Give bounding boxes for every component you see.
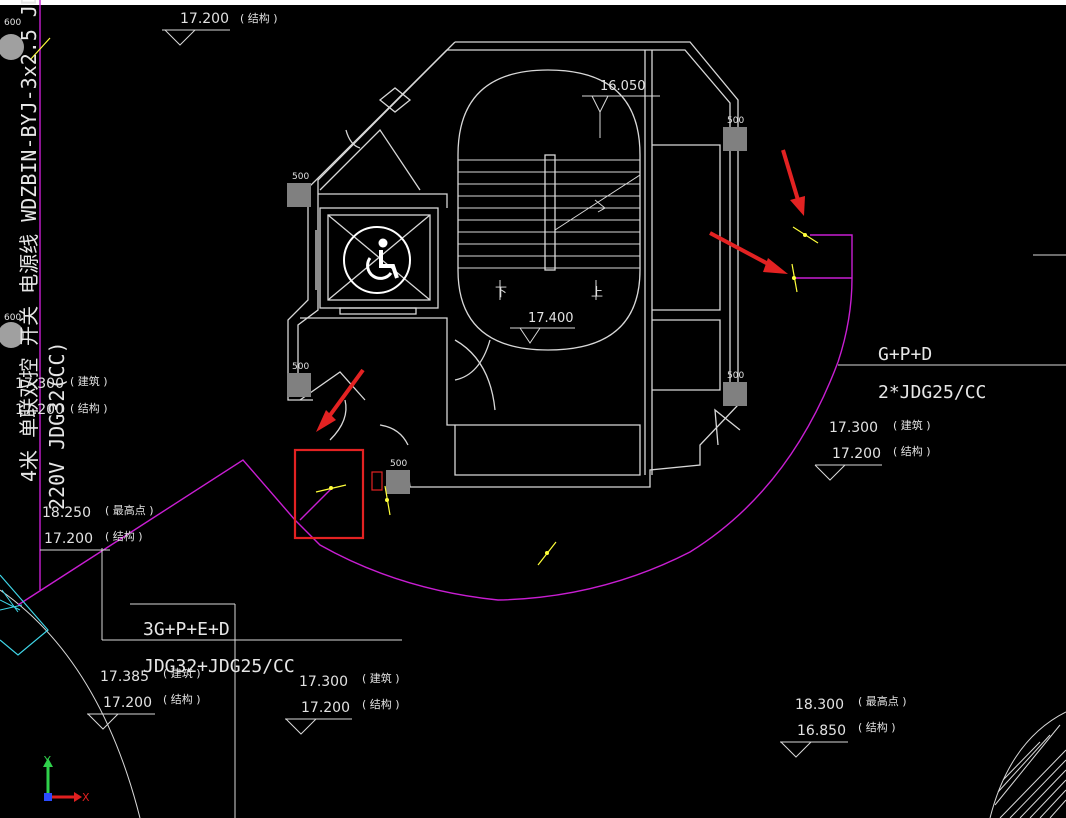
stair-treads — [458, 159, 640, 269]
marker-mid: 600 — [0, 313, 24, 348]
cable-run-main[interactable] — [17, 361, 839, 606]
level-marker-1: 17.200 ( 结构 ) — [162, 11, 278, 46]
stair-top-level-marker: 16.050 — [582, 79, 660, 138]
svg-text:500: 500 — [727, 116, 744, 126]
large-arc-left — [0, 589, 141, 818]
svg-text:2*JDG25/CC: 2*JDG25/CC — [878, 382, 986, 403]
svg-text:( 结构 ): ( 结构 ) — [893, 444, 931, 458]
red-arrow-3-icon — [709, 231, 788, 274]
ucs-axis-icon: Y X — [43, 754, 90, 804]
vertical-cable-label-1: 4米 单联双控 开关 电源线 WDZBIN-BYJ-3x2.5 JDG25(CC… — [17, 0, 41, 482]
svg-text:( 结构 ): ( 结构 ) — [858, 720, 896, 734]
window-top-bar — [0, 0, 1066, 5]
stair-landing-level-marker: 17.400 — [510, 311, 575, 344]
stair-top-level: 16.050 — [600, 79, 646, 94]
svg-text:500: 500 — [727, 371, 744, 381]
level-marker-4: 17.300 ( 建筑 ) 17.200 ( 结构 ) — [814, 418, 931, 481]
vertical-cable-label-2: 220V JDG32(CC) — [45, 341, 69, 510]
level-marker-7: 18.300 ( 最高点 ) 16.850 ( 结构 ) — [780, 694, 907, 758]
svg-text:17.200: 17.200 — [301, 700, 350, 716]
column-1: 500 — [287, 172, 311, 207]
svg-text:18.250: 18.250 — [42, 505, 91, 521]
svg-text:600: 600 — [4, 18, 21, 28]
level-marker-3: 18.250 ( 最高点 ) 17.200 ( 结构 ) — [40, 503, 154, 551]
small-red-box — [371, 471, 383, 491]
svg-text:( 建筑 ): ( 建筑 ) — [893, 418, 931, 432]
svg-text:17.300: 17.300 — [15, 376, 64, 392]
stair-down-label: 下 — [495, 285, 507, 299]
cable-run-to-fixtures[interactable] — [795, 234, 853, 363]
svg-text:17.200: 17.200 — [832, 446, 881, 462]
svg-text:17.200: 17.200 — [44, 531, 93, 547]
svg-text:( 结构 ): ( 结构 ) — [362, 697, 400, 711]
building-outline — [287, 41, 741, 488]
cyan-fixture-bottom-left — [0, 574, 49, 656]
svg-text:JDG32+JDG25/CC: JDG32+JDG25/CC — [143, 656, 295, 677]
column-3: 500 — [723, 116, 747, 151]
wheelchair-icon — [343, 226, 411, 294]
svg-text:17.385: 17.385 — [100, 669, 149, 685]
cable-label-right: G+P+D 2*JDG25/CC — [838, 344, 1066, 403]
svg-text:18.300: 18.300 — [795, 697, 844, 713]
svg-text:G+P+D: G+P+D — [878, 344, 932, 365]
marker-top: 600 — [0, 18, 24, 60]
svg-text:( 最高点 ): ( 最高点 ) — [105, 503, 154, 517]
svg-text:( 建筑 ): ( 建筑 ) — [70, 374, 108, 388]
column-4: 500 — [723, 371, 747, 406]
level-marker-5: 17.385 ( 建筑 ) 17.200 ( 结构 ) — [87, 666, 201, 730]
cable-label-bottom: 3G+P+E+D JDG32+JDG25/CC — [101, 548, 402, 818]
svg-text:600: 600 — [4, 313, 21, 323]
svg-text:3G+P+E+D: 3G+P+E+D — [143, 619, 230, 640]
svg-text:17.200: 17.200 — [180, 11, 229, 27]
svg-text:( 结构 ): ( 结构 ) — [70, 401, 108, 415]
light-fixture-1[interactable] — [315, 484, 347, 493]
red-arrow-1-icon — [316, 368, 365, 432]
svg-text:17.200: 17.200 — [15, 402, 64, 418]
level-marker-6: 17.300 ( 建筑 ) 17.200 ( 结构 ) — [285, 671, 400, 735]
svg-text:( 结构 ): ( 结构 ) — [105, 529, 143, 543]
svg-text:17.300: 17.300 — [299, 674, 348, 690]
ucs-y-label: Y — [43, 754, 51, 767]
svg-text:500: 500 — [390, 459, 407, 469]
light-fixture-5[interactable] — [791, 263, 798, 293]
hatched-arc-right — [989, 711, 1066, 818]
svg-text:17.200: 17.200 — [103, 695, 152, 711]
svg-text:500: 500 — [292, 362, 309, 372]
column-2: 500 — [287, 362, 311, 397]
level-marker-2: 17.300 ( 建筑 ) 17.200 ( 结构 ) — [15, 374, 108, 418]
svg-text:( 结构 ): ( 结构 ) — [163, 692, 201, 706]
svg-text:( 结构 ): ( 结构 ) — [240, 11, 278, 25]
stair-up-label: 上 — [591, 285, 603, 299]
svg-text:16.850: 16.850 — [797, 723, 846, 739]
stair-landing-level: 17.400 — [528, 311, 574, 326]
light-fixture-6[interactable] — [29, 37, 51, 61]
svg-text:( 建筑 ): ( 建筑 ) — [362, 671, 400, 685]
light-fixture-4[interactable] — [792, 226, 819, 244]
svg-text:( 建筑 ): ( 建筑 ) — [163, 666, 201, 680]
svg-text:500: 500 — [292, 172, 309, 182]
column-5: 500 — [386, 459, 410, 494]
highlight-box — [293, 448, 365, 540]
svg-text:17.300: 17.300 — [829, 420, 878, 436]
light-fixture-3[interactable] — [537, 541, 557, 566]
ucs-x-label: X — [82, 791, 90, 804]
red-arrow-2-icon — [781, 149, 805, 216]
cable-branch[interactable] — [299, 487, 333, 521]
light-fixture-2[interactable] — [384, 485, 391, 516]
svg-text:( 最高点 ): ( 最高点 ) — [858, 694, 907, 708]
